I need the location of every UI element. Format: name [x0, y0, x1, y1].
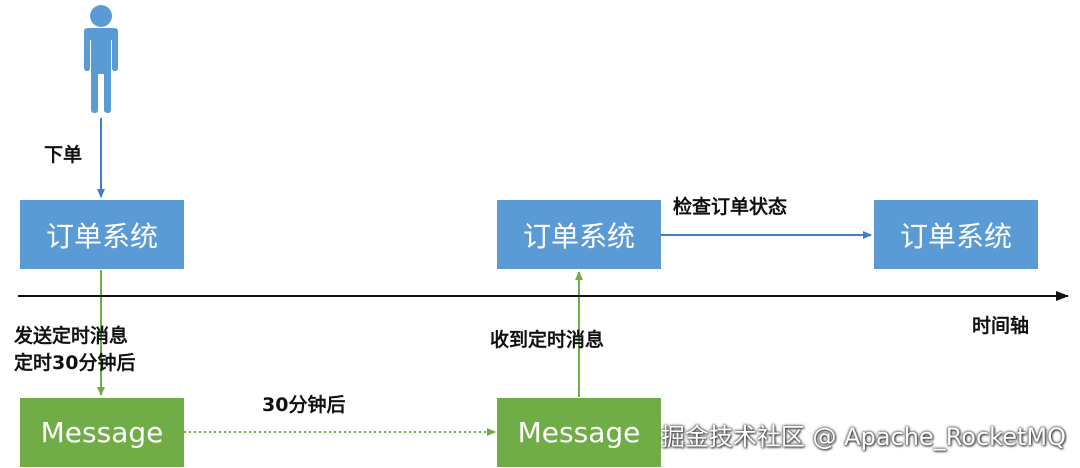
label-timeline: 时间轴: [972, 315, 1030, 337]
order-system-box-2: 订单系统: [497, 200, 661, 269]
label-send-timed-message: 发送定时消息: [14, 325, 129, 347]
label-check-order-status: 检查订单状态: [673, 196, 788, 218]
label-place-order: 下单: [44, 144, 83, 166]
message-box-2: Message: [497, 398, 661, 467]
order-system-box-1: 订单系统: [20, 200, 184, 269]
watermark-text: 掘金技术社区 @ Apache_RocketMQ: [660, 423, 1066, 451]
message-box-1: Message: [20, 398, 184, 467]
label-timed-30min: 定时30分钟后: [14, 352, 136, 374]
person-icon: [84, 5, 118, 113]
order-system-box-3: 订单系统: [874, 200, 1038, 269]
label-receive-timed-message: 收到定时消息: [490, 329, 605, 351]
label-after-30min: 30分钟后: [262, 394, 346, 416]
